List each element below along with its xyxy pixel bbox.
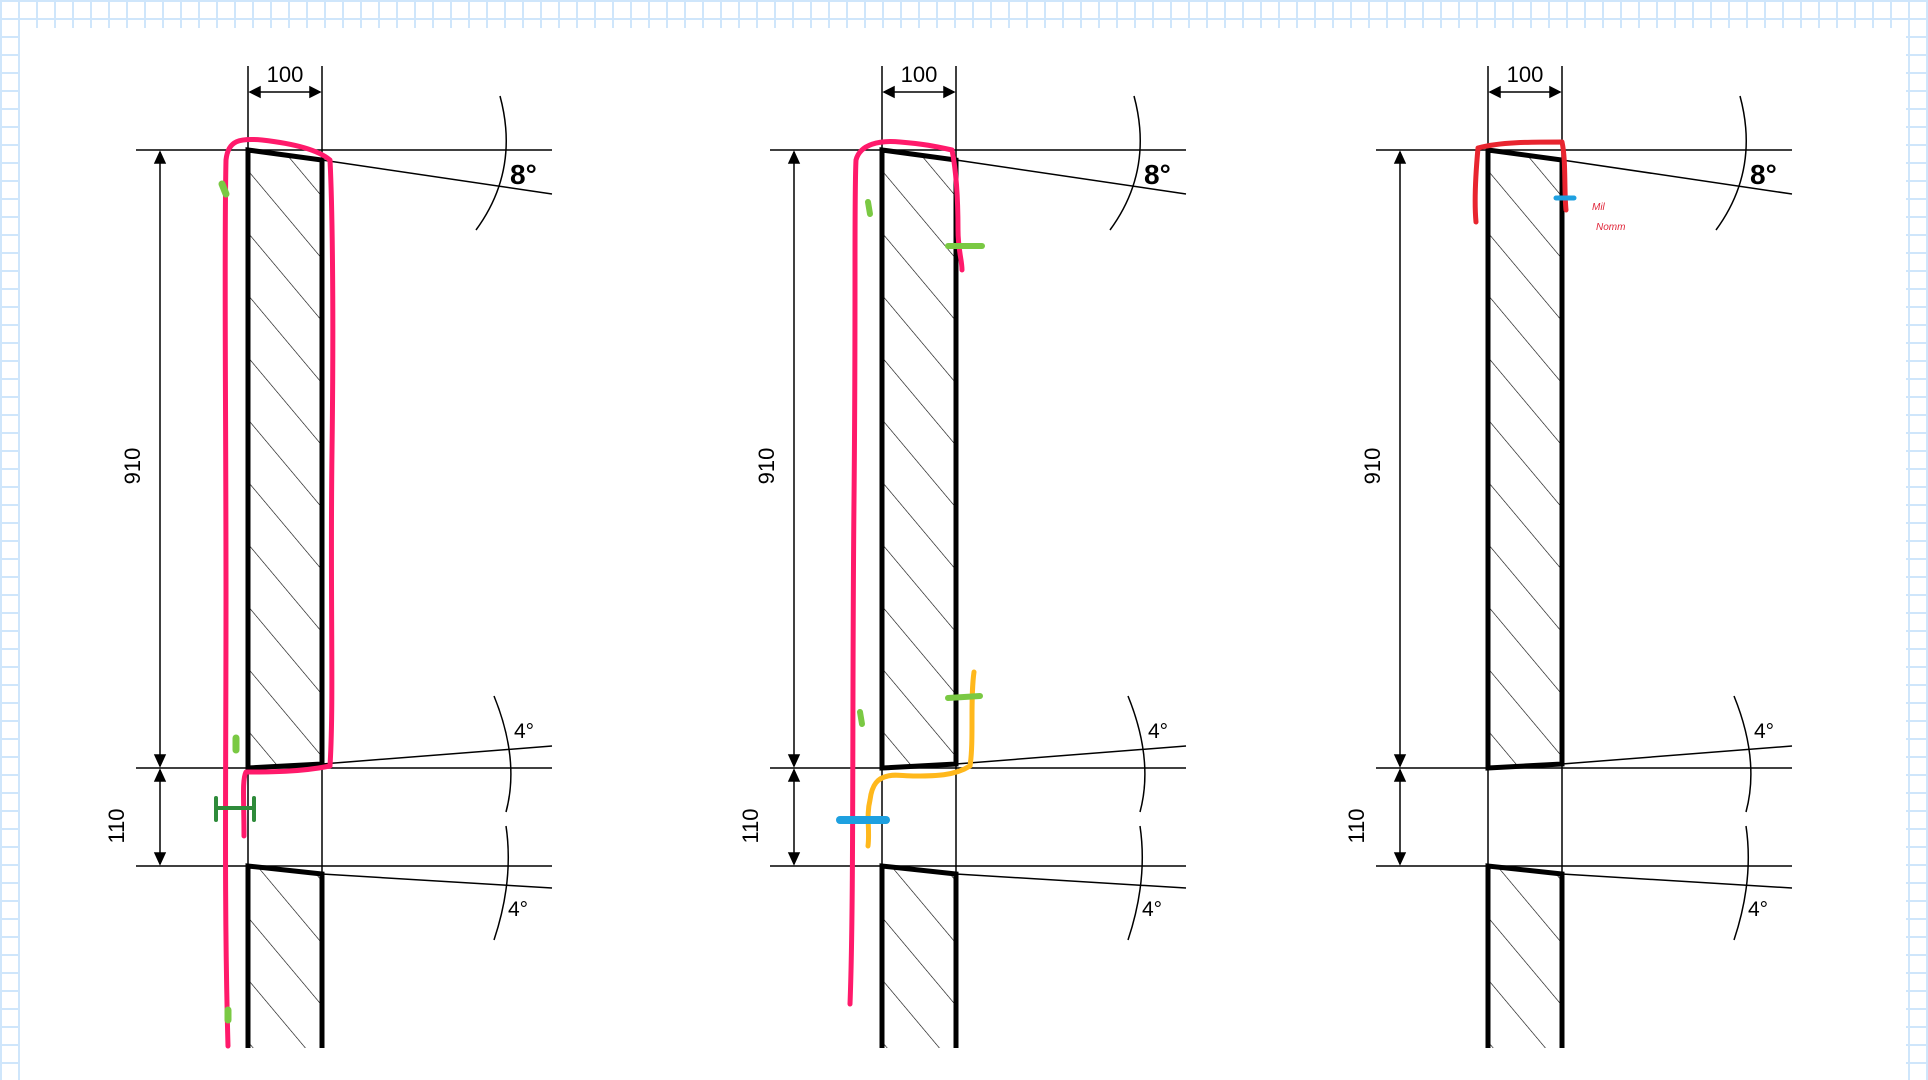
- mid-angle-label: 4°: [1148, 720, 1168, 743]
- width-dimension: 100: [267, 62, 304, 87]
- mid-angle-label: 4°: [514, 720, 534, 743]
- pink-markup: [847, 139, 965, 1007]
- dimension-lines: [1393, 85, 1562, 866]
- handwritten-note-line-1: Mil: [1592, 202, 1606, 213]
- gap-dimension: 110: [738, 808, 763, 843]
- gap-dimension: 110: [1344, 808, 1369, 843]
- gap-dimension: 110: [104, 808, 129, 843]
- panel-3: 100 910 110 8° 4° 4° Mil Nomm: [1344, 62, 1793, 1048]
- marker-ticks: [836, 199, 985, 824]
- panel-2: 100 910 110 8° 4° 4°: [738, 62, 1187, 1048]
- reference-lines: [1376, 66, 1793, 1048]
- width-dimension: 100: [1507, 62, 1544, 87]
- green-markers: [214, 180, 256, 1024]
- mid-angle-label: 4°: [1754, 720, 1774, 743]
- profile-section: [1485, 147, 1565, 1048]
- top-angle-label: 8°: [1750, 159, 1777, 190]
- red-markup: [1472, 139, 1569, 225]
- reference-lines: [770, 66, 1187, 1048]
- profile-section: [245, 147, 325, 1048]
- profile-section: [879, 147, 959, 1048]
- bottom-angle-label: 4°: [1748, 898, 1768, 921]
- bottom-angle-label: 4°: [1142, 898, 1162, 921]
- height-dimension: 910: [754, 448, 779, 485]
- dimension-lines: [153, 85, 322, 866]
- orange-markup: [865, 669, 977, 849]
- top-angle-label: 8°: [510, 159, 537, 190]
- panel-1: 100 910 110 8° 4° 4°: [104, 62, 553, 1049]
- handwritten-note-line-2: Nomm: [1596, 222, 1625, 233]
- bottom-angle-label: 4°: [508, 898, 528, 921]
- height-dimension: 910: [120, 448, 145, 485]
- drawing-sheet: [20, 28, 1906, 1080]
- dimension-lines: [787, 85, 956, 866]
- top-angle-label: 8°: [1144, 159, 1171, 190]
- pink-markup: [222, 136, 336, 1049]
- height-dimension: 910: [1360, 448, 1385, 485]
- width-dimension: 100: [901, 62, 938, 87]
- reference-lines: [136, 66, 553, 1048]
